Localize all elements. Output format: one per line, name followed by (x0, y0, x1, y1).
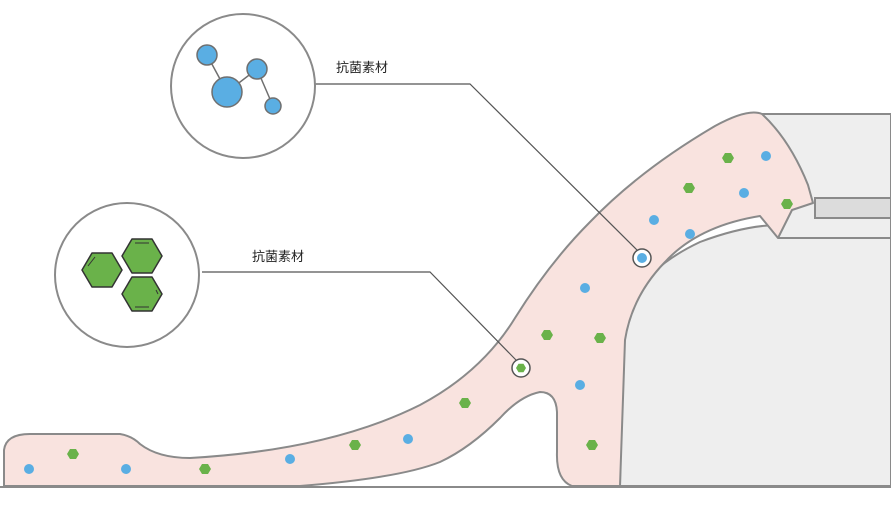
callout-label-molecule: 抗菌素材 (336, 61, 388, 76)
hexagon-inner-lines (87, 242, 159, 308)
green-particle (683, 183, 695, 193)
highlight-green-particle (511, 358, 531, 378)
green-particle (586, 440, 598, 450)
leader-line-molecule (315, 83, 638, 251)
gasket-body (3, 111, 814, 487)
blue-particle (739, 188, 749, 198)
molecule-callout (170, 13, 316, 159)
green-particle (541, 330, 553, 340)
callout-label-hexagon: 抗菌素材 (252, 250, 304, 265)
blue-particle (24, 464, 34, 474)
blue-particle (580, 283, 590, 293)
green-particle (781, 199, 793, 209)
hexagon-callout (54, 202, 200, 348)
green-particle (199, 464, 211, 474)
blue-particle (685, 229, 695, 239)
green-particle (722, 153, 734, 163)
blue-particle (575, 380, 585, 390)
highlight-blue-particle (632, 248, 652, 268)
green-particle (459, 398, 471, 408)
green-particle (67, 449, 79, 459)
blue-particle (649, 215, 659, 225)
molecule-icon (196, 44, 282, 115)
green-particle (349, 440, 361, 450)
blue-particle (285, 454, 295, 464)
blue-particles (24, 151, 771, 474)
green-particles (67, 153, 793, 474)
blue-particle (121, 464, 131, 474)
rail-strip (814, 197, 891, 219)
blue-particle (761, 151, 771, 161)
green-particle (594, 333, 606, 343)
blue-particle (403, 434, 413, 444)
leader-line-hexagon (202, 271, 517, 361)
